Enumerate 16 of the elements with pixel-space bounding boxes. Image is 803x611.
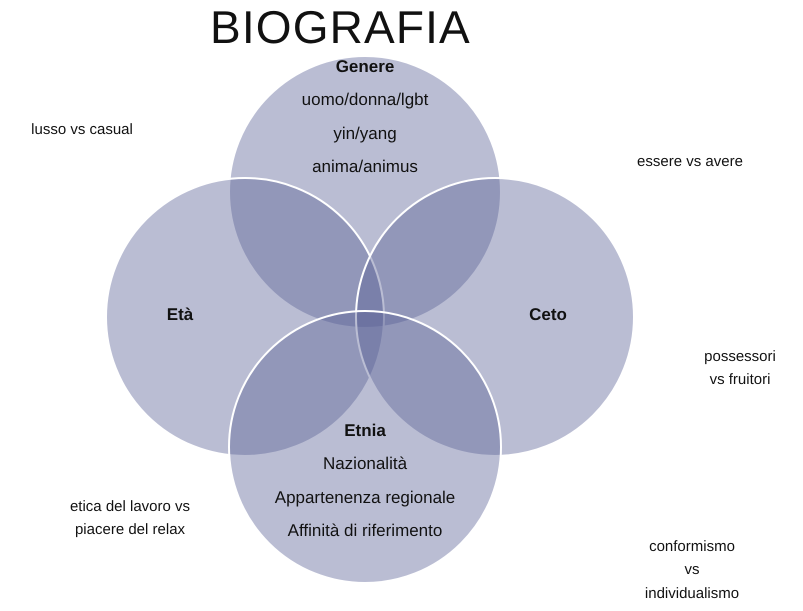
circle-text: anima/animus [311, 156, 419, 177]
title: BIOGRAFIA [210, 4, 471, 50]
circle-text: Nazionalità [322, 453, 408, 474]
circle-text: Appartenenza regionale [274, 486, 456, 508]
circle-heading: Età [166, 304, 194, 326]
circle-heading: Genere [334, 56, 396, 78]
circle-text: yin/yang [332, 122, 398, 144]
note-text: conformismo vs individualismo [644, 537, 740, 604]
circle-text: uomo/donna/lgbt [300, 89, 430, 110]
note-text: essere vs avere [636, 152, 744, 172]
note-text: lusso vs casual [30, 120, 134, 140]
note-text: etica del lavoro vs piacere del relax [68, 497, 192, 540]
circle-heading: Etnia [343, 420, 387, 442]
note-text: possessori vs fruitori [703, 347, 777, 390]
circle-text: Affinità di riferimento [286, 520, 444, 541]
circle-heading: Ceto [528, 304, 568, 326]
